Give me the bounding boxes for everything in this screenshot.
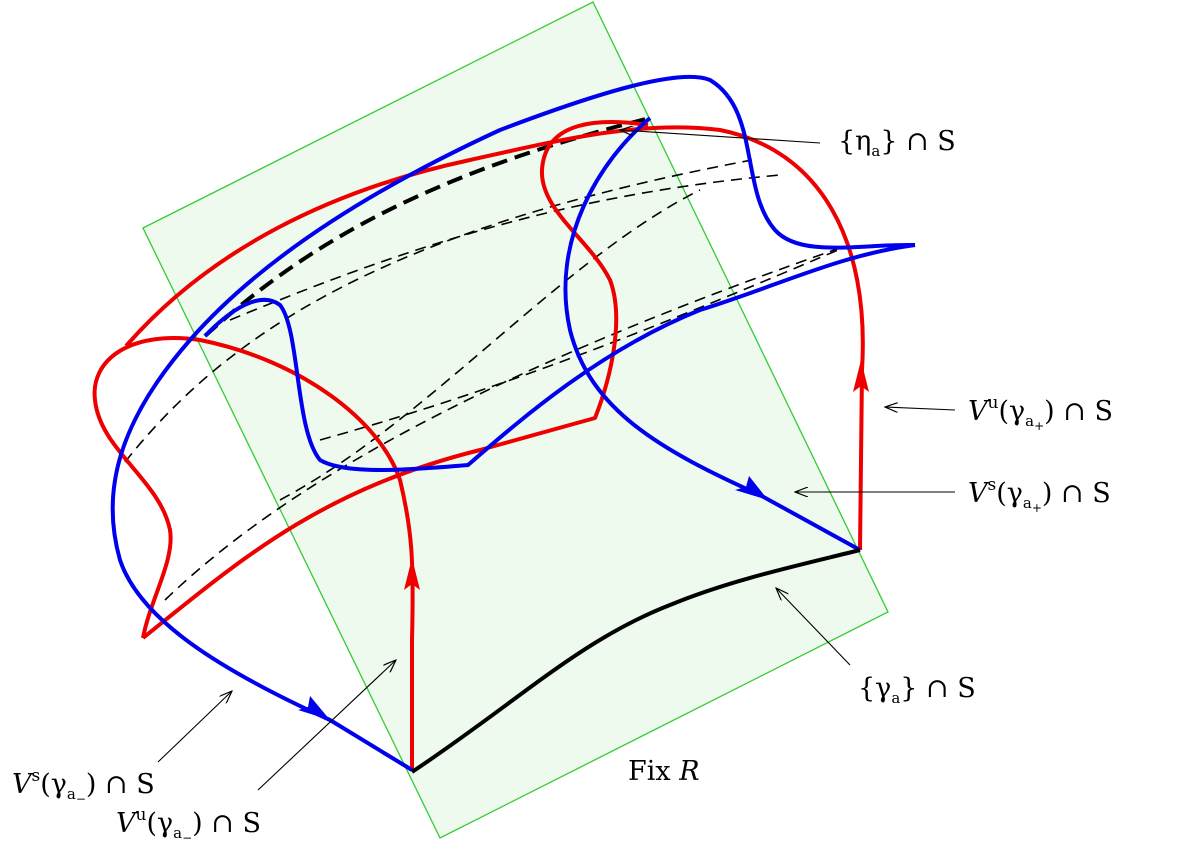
label-vu-plus-sub: a	[1025, 412, 1034, 430]
pointer-eta	[620, 130, 821, 144]
arrow-blue-down-left	[298, 696, 330, 720]
pointer-vs-minus	[157, 691, 232, 763]
arrow-red-up-left	[404, 558, 420, 590]
pointer-vu-minus	[257, 660, 396, 791]
pointer-lines	[157, 130, 956, 791]
label-vu-plus-open: (γ	[998, 396, 1025, 427]
label-vu-minus: Vu(γa−) ∩ S	[116, 805, 261, 844]
pointer-gamma	[776, 588, 851, 666]
label-eta: {ηa} ∩ S	[838, 126, 956, 160]
label-vs-plus-tail: ) ∩ S	[1042, 478, 1111, 509]
pointer-vu-plus	[885, 407, 956, 410]
label-vs-minus-subsub: −	[76, 792, 86, 806]
label-vs-minus-tail: ) ∩ S	[86, 769, 155, 800]
label-gamma-main: {γ	[858, 673, 891, 704]
unstable-left-fold	[92, 336, 415, 770]
label-vs-minus: Vs(γa−) ∩ S	[12, 766, 155, 806]
label-vu-minus-v: V	[116, 808, 138, 839]
label-fix-r: Fix R	[628, 756, 700, 787]
dashed-line-5	[279, 189, 701, 501]
unstable-manifold	[92, 120, 865, 770]
unstable-outer-curve	[124, 125, 865, 551]
label-gamma-tail: } ∩ S	[900, 673, 975, 704]
eta-curve	[203, 116, 651, 338]
flow-arrowheads	[298, 360, 869, 720]
dashed-line-2	[164, 247, 841, 601]
label-vu-minus-open: (γ	[146, 808, 173, 839]
label-vs-plus-v: V	[968, 478, 990, 509]
label-eta-main: {η	[838, 126, 871, 157]
label-eta-sub: a	[871, 142, 880, 160]
stable-inner-curve	[563, 116, 861, 552]
label-vs-minus-sup: s	[32, 766, 41, 786]
label-fix-text: Fix	[628, 756, 671, 787]
label-vu-plus-v: V	[968, 396, 990, 427]
label-vu-plus-subsub: +	[1034, 419, 1044, 433]
label-vs-minus-sub: a	[67, 785, 76, 803]
label-vs-plus-sub: a	[1023, 494, 1032, 512]
label-vu-minus-tail: ) ∩ S	[192, 808, 261, 839]
label-vs-minus-v: V	[12, 769, 34, 800]
fix-r-plane	[142, 1, 889, 839]
label-vu-plus-sup: u	[988, 393, 999, 413]
label-vu-minus-sub: a	[173, 824, 182, 842]
label-eta-tail: } ∩ S	[880, 126, 955, 157]
unstable-inner-curve	[141, 120, 649, 640]
label-vs-minus-open: (γ	[40, 769, 67, 800]
dashed-line-4	[319, 249, 839, 441]
label-vs-plus: Vs(γa+) ∩ S	[968, 475, 1111, 515]
dashed-surface-lines	[124, 159, 841, 601]
label-vs-plus-open: (γ	[996, 478, 1023, 509]
dashed-line-1	[124, 159, 753, 463]
arrow-blue-down-right	[735, 476, 768, 500]
label-vu-plus-tail: ) ∩ S	[1044, 396, 1113, 427]
label-gamma: {γa} ∩ S	[858, 673, 976, 707]
dashed-line-3	[229, 174, 781, 321]
label-vu-minus-subsub: −	[182, 831, 192, 844]
stable-manifold	[110, 74, 916, 772]
gamma-curve	[410, 548, 861, 774]
label-gamma-sub: a	[891, 689, 900, 707]
arrow-red-up-right	[853, 360, 869, 392]
stable-left-loop	[203, 243, 916, 472]
label-vs-plus-sup: s	[988, 475, 997, 495]
stable-outer-curve	[110, 74, 916, 772]
label-vs-plus-subsub: +	[1032, 501, 1042, 515]
label-vu-minus-sup: u	[136, 805, 147, 825]
label-fix-var: R	[678, 756, 699, 787]
label-vu-plus: Vu(γa+) ∩ S	[968, 393, 1113, 433]
